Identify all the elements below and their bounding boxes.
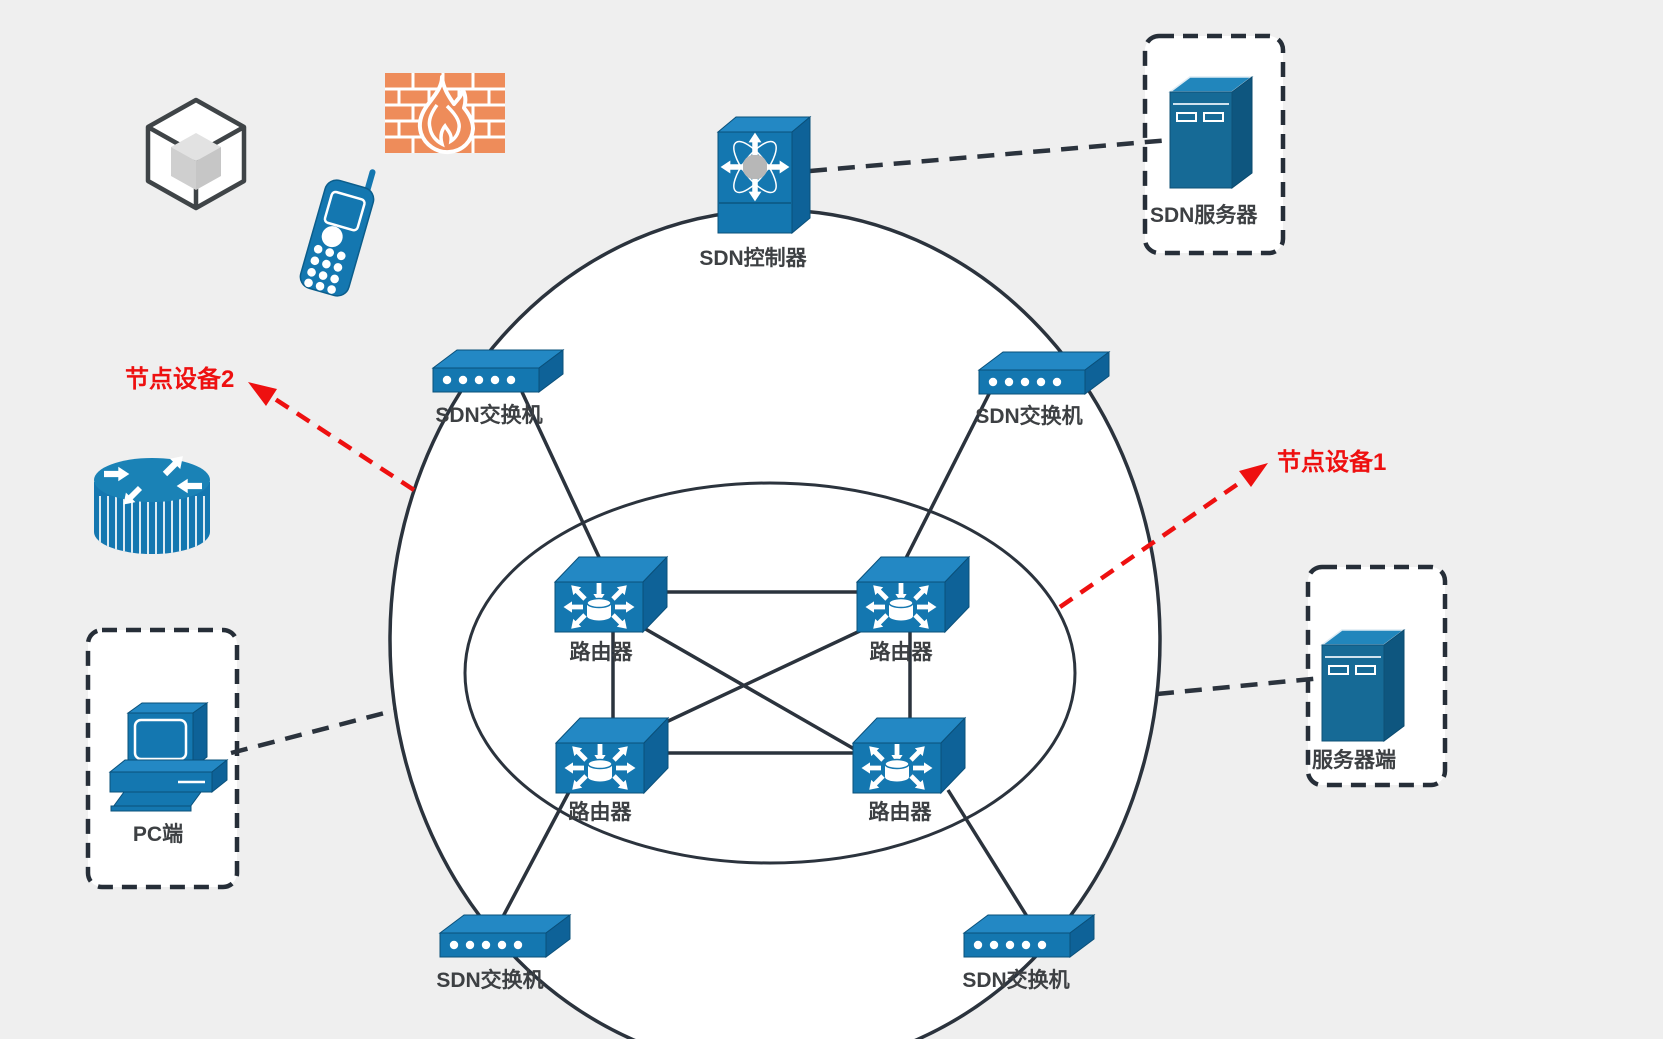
router-bottom-left-label: 路由器 — [568, 801, 632, 824]
sdn-switch-top-right-icon — [978, 351, 1110, 395]
server-side-label: 服务器端 — [1312, 749, 1396, 772]
router-bottom-right-label: 路由器 — [868, 801, 932, 824]
switch-top-right-label: SDN交换机 — [975, 405, 1083, 428]
switch-bottom-left-label: SDN交换机 — [436, 969, 544, 992]
pc-to-network-link — [230, 707, 397, 756]
network-to-server-side-link — [1156, 675, 1323, 697]
server-side-icon — [1321, 629, 1405, 742]
sdn-switch-bottom-left-icon — [439, 914, 571, 958]
link-switch-tl-router-tl — [520, 391, 614, 586]
router-bottom-left-icon — [556, 718, 668, 794]
mobile-phone-icon — [299, 169, 376, 297]
link-switch-tr-router-tr — [898, 391, 992, 571]
node-device-2-arrow — [248, 382, 416, 492]
node-device-2-label: 节点设备2 — [125, 366, 235, 393]
link-switch-bl-router-bl — [496, 789, 572, 927]
node-device-1-label: 节点设备1 — [1277, 449, 1387, 476]
firewall-icon — [385, 73, 505, 155]
sdn-switch-bottom-right-icon — [963, 914, 1095, 958]
router-top-right-label: 路由器 — [869, 641, 933, 664]
sdn-server-icon — [1169, 76, 1253, 189]
sdn-switch-top-left-icon — [432, 349, 564, 393]
pc-label: PC端 — [132, 823, 184, 846]
cube-icon — [145, 97, 247, 211]
router-top-right-icon — [857, 557, 969, 633]
node-device-1-arrow — [1058, 463, 1268, 609]
link-router-tl-br — [641, 625, 857, 752]
link-router-tr-bl — [663, 628, 863, 725]
switch-bottom-right-label: SDN交换机 — [962, 969, 1070, 992]
router-bottom-right-icon — [853, 718, 965, 794]
pc-icon — [108, 702, 229, 812]
sdn-controller-icon — [716, 115, 812, 235]
sdn-controller-label: SDN控制器 — [699, 247, 807, 270]
switch-top-left-label: SDN交换机 — [435, 404, 543, 427]
link-switch-br-router-br — [946, 789, 1030, 919]
router-top-left-icon — [555, 557, 667, 633]
router-top-left-label: 路由器 — [569, 641, 633, 664]
cylinder-router-icon — [94, 450, 210, 554]
controller-to-sdn-server-link — [809, 137, 1171, 174]
core-links — [496, 391, 1030, 927]
sdn-server-label: SDN服务器 — [1150, 204, 1258, 227]
